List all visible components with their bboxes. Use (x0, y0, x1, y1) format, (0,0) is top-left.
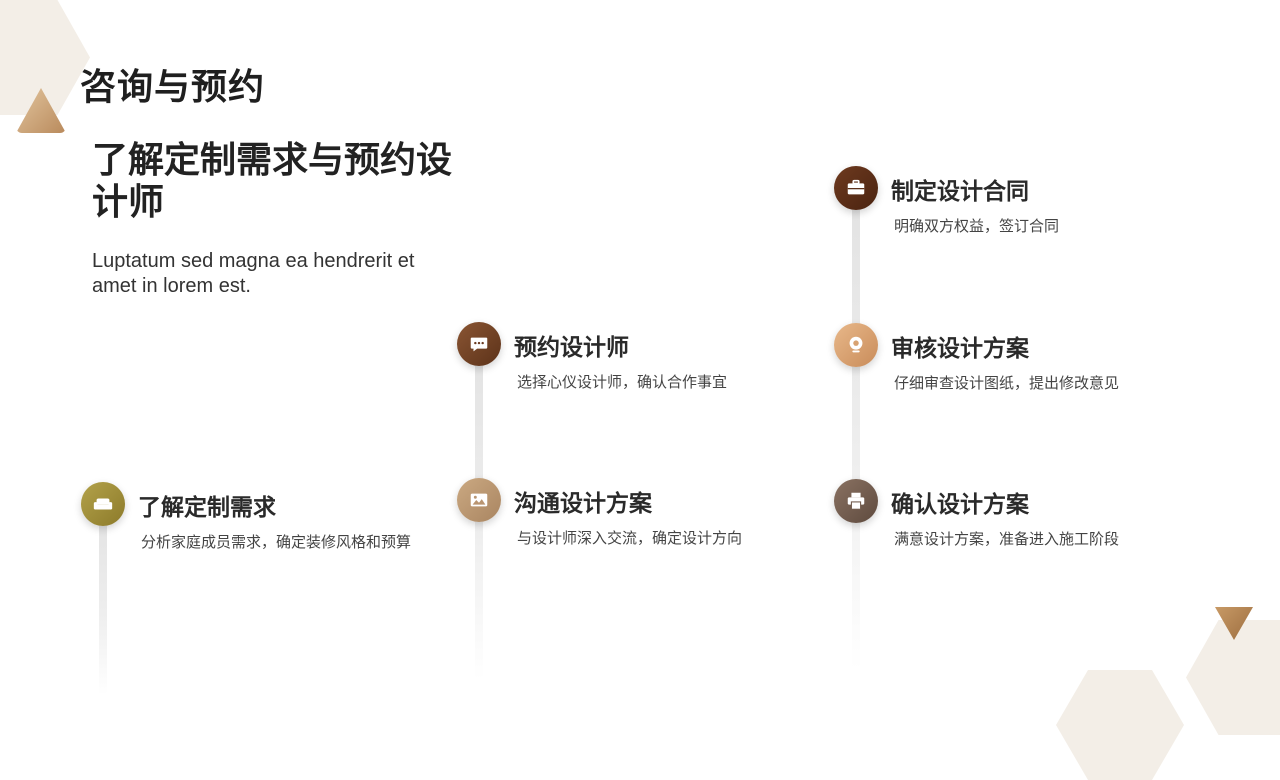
decor-hexagon-bottom (1056, 670, 1184, 780)
chat-bubble-icon (470, 337, 488, 352)
timeline-track-1 (99, 515, 107, 695)
intro-headline: 了解定制需求与预约设计师 (92, 140, 453, 223)
sofa-icon (93, 498, 113, 510)
step-title: 预约设计师 (514, 335, 629, 361)
intro-description: Luptatum sed magna ea hendrerit et amet … (92, 250, 415, 297)
step-icon-circle (81, 482, 125, 526)
timeline-track-3 (852, 200, 860, 670)
step-title: 沟通设计方案 (514, 491, 652, 517)
step-description: 选择心仪设计师，确认合作事宜 (517, 373, 728, 391)
step-icon-circle (834, 166, 878, 210)
webcam-icon (849, 336, 863, 353)
step-description: 明确双方权益，签订合同 (894, 217, 1060, 235)
step-title: 审核设计方案 (891, 336, 1029, 362)
step-icon-circle (834, 479, 878, 523)
step-title: 确认设计方案 (891, 492, 1029, 518)
step-icon-circle (457, 322, 501, 366)
step-description: 与设计师深入交流，确定设计方向 (517, 529, 743, 547)
printer-icon (847, 492, 865, 510)
step-icon-circle (834, 323, 878, 367)
briefcase-icon (847, 179, 865, 195)
step-icon-circle (457, 478, 501, 522)
step-title: 了解定制需求 (138, 495, 276, 521)
step-title: 制定设计合同 (891, 179, 1029, 205)
image-icon (470, 493, 488, 507)
page-title: 咨询与预约 (80, 67, 266, 108)
step-description: 分析家庭成员需求，确定装修风格和预算 (141, 533, 412, 551)
step-description: 仔细审查设计图纸，提出修改意见 (894, 374, 1120, 392)
step-description: 满意设计方案，准备进入施工阶段 (894, 530, 1120, 548)
